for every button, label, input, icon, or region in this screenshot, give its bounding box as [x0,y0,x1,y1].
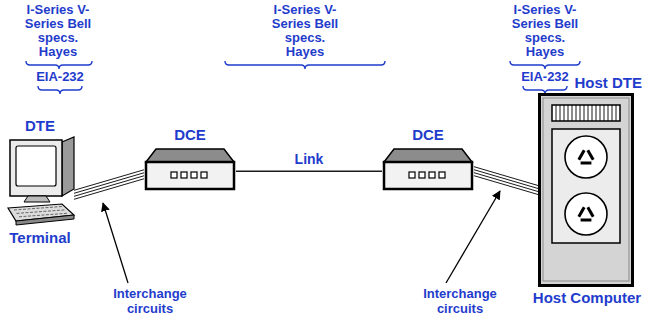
leader-arrow [103,203,128,283]
display-tick [596,105,597,121]
reel-symbol [588,150,593,160]
leader-arrow [446,191,500,283]
node-shape [144,147,236,191]
modem-top [146,149,234,162]
monitor-bezel [10,140,62,196]
standards-list: I-Series V-Series Bell specs. Hayes [505,3,585,59]
modem-lamp [409,172,415,178]
node-label: Host Computer [528,289,646,306]
terminal-dte: DTE Terminal [4,117,76,246]
modem-lamp [191,172,197,178]
link-line [236,170,382,172]
monitor-screen [16,146,56,186]
modem-lamp [201,172,207,178]
display-tick [608,105,609,121]
node-outline [538,93,634,287]
callout-label: Interchange circuits [412,286,508,316]
reel-symbol [588,207,593,217]
keyboard-keys [17,210,65,214]
node-label: DCE [378,126,478,143]
host-display [552,105,620,121]
node-label: Terminal [4,229,76,246]
modem-top [384,149,472,162]
interface-standard: EIA-232 [505,70,585,84]
keyboard-keys [14,207,62,211]
host-inner-edge [543,98,629,281]
node-label: DTE [4,117,76,134]
dce-modem: DCE [140,126,240,195]
modem-lamp [429,172,435,178]
display-tick [560,105,561,121]
reel-symbol [579,207,584,217]
tape-reel [565,136,607,178]
node-shape [382,147,474,191]
display-tick [604,105,605,121]
modem-lamp [171,172,177,178]
node-outline [6,134,74,229]
interchange-cable [74,170,144,200]
drive-panel [552,129,620,243]
display-tick [568,105,569,121]
node-shape [538,93,634,287]
modem-lamp [439,172,445,178]
tape-reel [565,193,607,235]
display-tick [588,105,589,121]
display-tick [584,105,585,121]
standards-list: I-Series V-Series Bell specs. Hayes [18,3,98,59]
dce-modem: DCE [378,126,478,195]
modem-lamp [181,172,187,178]
display-tick [564,105,565,121]
display-tick [572,105,573,121]
display-tick [580,105,581,121]
standards-list: I-Series V-Series Bell specs. Hayes [265,3,345,59]
edge-label: Link [293,151,326,167]
display-tick [556,105,557,121]
display-tick [592,105,593,121]
brace [510,61,580,69]
display-tick [600,105,601,121]
brace [26,61,92,69]
host-dte: Host DTEHost Computer [528,74,646,306]
keyboard-keys [19,213,67,217]
interface-standard: EIA-232 [20,70,100,84]
node-label: DCE [140,126,240,143]
brace [225,61,385,69]
reel-symbol [581,162,592,165]
modem-front [146,162,234,189]
interchange-cable [474,167,538,195]
callout-label: Interchange circuits [102,286,198,316]
monitor-stand [24,196,50,202]
display-tick [612,105,613,121]
reel-symbol [581,219,592,222]
reel-symbol [579,150,584,160]
display-tick [616,105,617,121]
node-shape [6,134,74,229]
modem-front [384,162,472,189]
brace [38,86,82,94]
monitor-side [62,137,74,196]
display-tick [576,105,577,121]
host-cabinet [540,95,633,286]
node-outline [382,147,474,191]
brace [523,86,567,94]
node-outline [144,147,236,191]
modem-lamp [419,172,425,178]
